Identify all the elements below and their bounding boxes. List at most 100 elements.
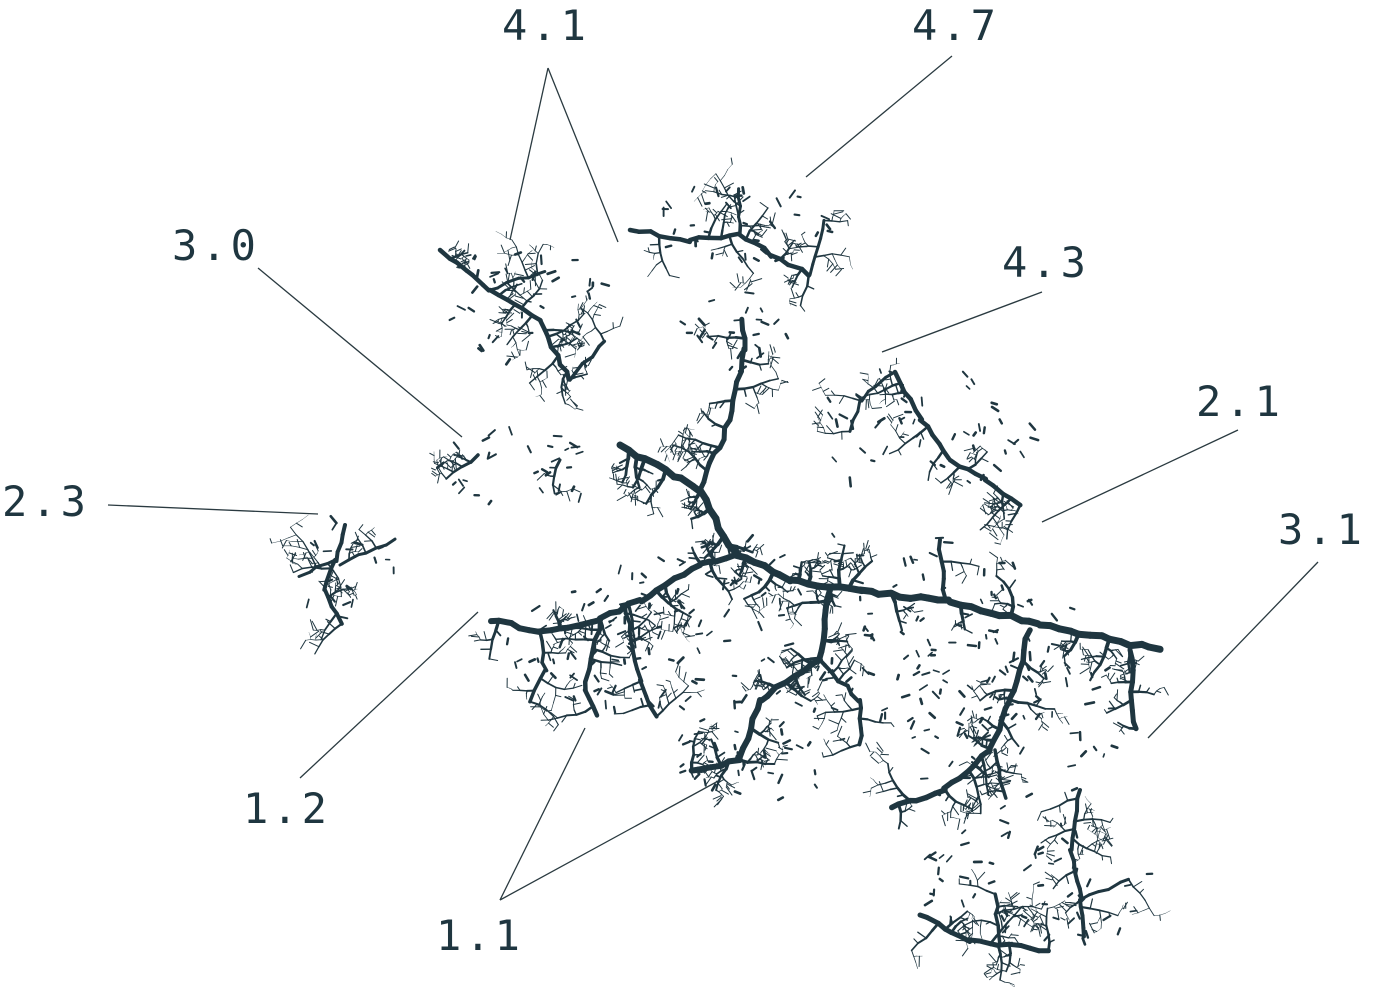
se-trunk	[988, 789, 993, 796]
west-trunk	[680, 588, 689, 595]
fragments	[795, 744, 804, 750]
se-trunk	[975, 783, 985, 788]
main-trunk	[999, 604, 1005, 608]
fragments	[744, 291, 755, 295]
north-trunk	[765, 386, 773, 390]
se-branch	[990, 793, 995, 797]
sw-branch-2	[650, 645, 654, 651]
cluster-4-3	[974, 457, 983, 466]
sw-branch	[568, 695, 575, 700]
west-trunk	[489, 638, 494, 651]
cluster-bottom-c	[1052, 880, 1060, 890]
cluster-labels: 4.1 4.7 3.0 4.3 2.1 2.3 3.1 1.2 1.1	[2, 1, 1362, 960]
main-trunk	[1093, 663, 1102, 674]
sw-branch-2	[613, 712, 625, 715]
cluster-4-1-c	[519, 294, 528, 302]
sw-branch-3	[553, 715, 559, 726]
se-branch	[981, 767, 992, 774]
cluster-bottom-c	[1092, 809, 1095, 811]
sw-branch-2	[644, 611, 653, 621]
cluster-4-1	[496, 327, 503, 332]
south-trunk	[815, 699, 827, 702]
fragments	[1028, 422, 1037, 431]
south-trunk	[768, 727, 773, 730]
north-trunk	[726, 340, 729, 346]
cluster-4-1	[539, 394, 545, 402]
se-trunk	[873, 779, 876, 783]
se-trunk	[983, 782, 992, 786]
fragments	[590, 660, 596, 666]
main-trunk	[821, 575, 829, 578]
south-trunk	[693, 730, 700, 740]
south-trunk	[816, 702, 818, 705]
cluster-4-3	[1006, 520, 1013, 531]
cluster-bottom-d	[1159, 914, 1161, 921]
sw-branch-3	[563, 687, 575, 691]
fragments	[465, 254, 472, 257]
west-trunk	[562, 612, 570, 622]
main-trunk	[690, 515, 700, 521]
cluster-4-7-b	[719, 175, 725, 182]
cluster-4-3	[865, 399, 867, 410]
se-trunk	[1035, 681, 1041, 684]
south-trunk	[752, 680, 756, 685]
cluster-4-3	[894, 383, 899, 394]
cluster-4-3	[902, 433, 909, 436]
cluster-4-1	[506, 312, 515, 321]
cluster-3-0	[436, 457, 441, 461]
fragments	[688, 740, 695, 743]
cluster-bottom-c	[1065, 912, 1068, 916]
cluster-4-1	[560, 386, 564, 397]
cluster-4-3	[984, 449, 988, 453]
sw-branch-3	[564, 684, 568, 690]
cluster-4-1-c	[514, 299, 525, 306]
cluster-4-7-c	[830, 213, 842, 219]
fragments	[676, 656, 685, 665]
sw-branch-3	[570, 642, 573, 647]
se-trunk	[902, 801, 911, 804]
fragments	[536, 657, 540, 663]
cluster-4-3	[871, 407, 883, 409]
mid-south	[829, 749, 834, 756]
sw-branch	[560, 622, 563, 627]
cluster-4-7	[787, 274, 793, 285]
cluster-4-3	[928, 463, 934, 473]
fragments	[1033, 699, 1040, 704]
south-trunk	[793, 601, 804, 607]
main-trunk	[957, 625, 964, 629]
fragments	[819, 671, 827, 681]
cluster-4-3	[982, 498, 990, 504]
south-trunk	[799, 688, 806, 696]
cluster-4-3-b	[814, 406, 824, 416]
north-trunk	[758, 363, 762, 371]
main-trunk	[690, 518, 694, 530]
cluster-4-7-b	[705, 178, 711, 185]
cluster-bottom-c	[1085, 847, 1096, 853]
cluster-2-3-b	[307, 548, 313, 559]
south-trunk	[751, 683, 755, 688]
cluster-bottom-c	[1100, 915, 1102, 923]
fragments	[514, 661, 518, 669]
sw-branch-2	[678, 665, 681, 678]
cluster-bottom	[999, 970, 1003, 981]
south-trunk	[775, 754, 780, 760]
cluster-4-1	[514, 295, 524, 299]
west-trunk	[687, 584, 690, 590]
se-trunk	[875, 782, 879, 786]
cluster-4-1	[568, 404, 573, 408]
main-trunk	[813, 564, 819, 569]
north-trunk	[669, 443, 677, 451]
fragments	[1034, 712, 1041, 721]
main-trunk	[1062, 650, 1065, 659]
se-trunk	[971, 802, 974, 813]
mid-south	[838, 644, 850, 649]
cluster-4-1-c	[537, 243, 544, 254]
fragments	[704, 201, 711, 206]
cluster-4-7	[715, 252, 724, 256]
main-trunk	[865, 540, 869, 550]
sw-branch-3	[528, 700, 540, 706]
fragments	[653, 611, 664, 616]
main-trunk	[615, 465, 617, 468]
south-trunk	[785, 656, 787, 658]
south-trunk	[704, 737, 711, 742]
